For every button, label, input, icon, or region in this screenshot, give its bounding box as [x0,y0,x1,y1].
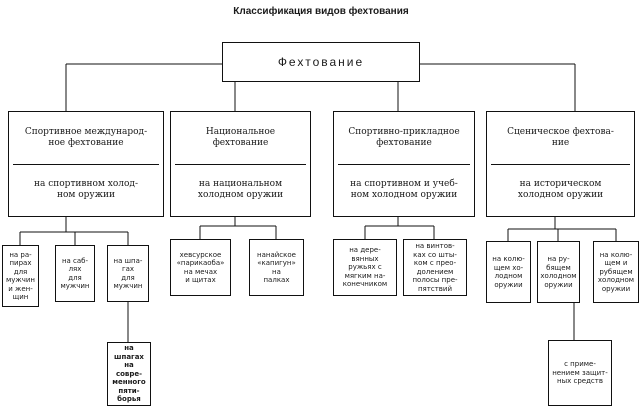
leaf-bayonet-rifles: на винтов- ках со шты- ком с прео- долен… [403,239,467,296]
category-divider [175,163,306,165]
root-label: Фехтование [277,55,365,69]
leaf-label: на колю- щем хо- лодном оружии [492,255,525,289]
root-node: Фехтование [222,42,420,82]
subleaf-label: с приме- нением защит- ных средств [552,360,608,386]
leaf-label: на винтов- ках со шты- ком с прео- долен… [412,242,458,293]
category-title: Спортивное международ- ное фехтование [24,126,148,148]
leaf-cutting-weapon: на ру- бящем холодном оружии [537,241,580,303]
leaf-khevsur: хевсурское «парикаоба» на мечах и щитах [170,239,231,296]
category-subtitle: на спортивном холод- ном оружии [34,179,138,201]
leaf-label: хевсурское «парикаоба» на мечах и щитах [176,250,225,285]
subleaf-protective-means: с приме- нением защит- ных средств [548,340,612,406]
category-divider [338,163,470,165]
category-divider [13,163,159,165]
category-subtitle: на национальном холодном оружии [197,179,284,201]
category-divider [491,163,630,165]
leaf-wooden-rifles: на дере- вянных ружьях с мягким на- коне… [333,239,397,296]
leaf-thrusting-weapon: на колю- щем хо- лодном оружии [486,241,531,303]
category-title: Национальное фехтование [205,126,276,148]
leaf-rapiers: на ра- пирах для мужчин и жен- щин [2,245,39,307]
category-box-national: Национальное фехтование на национальном … [170,111,311,217]
category-subtitle: на спортивном и учеб- ном холодном оружи… [350,179,458,201]
category-box-sport-applied: Спортивно-прикладное фехтование на спорт… [333,111,475,217]
leaf-thrust-cut-weapon: на колю- щем и рубящем холодном оружии [593,241,639,303]
category-title: Сценическое фехтова- ние [507,126,614,148]
leaf-label: на шпа- гах для мужчин [113,256,143,291]
leaf-label: на дере- вянных ружьях с мягким на- коне… [342,246,388,289]
diagram-title: Классификация видов фехтования [233,6,409,17]
category-box-sport-international: Спортивное международ- ное фехтование на… [8,111,164,217]
category-box-stage: Сценическое фехтова- ние на историческом… [486,111,635,217]
subleaf-pentathlon: на шпагах на совре- менного пяти- борья [107,342,151,406]
leaf-label: нанайское «капигун» на палках [257,250,296,285]
leaf-label: на саб- лях для мужчин [60,256,90,291]
leaf-label: на ру- бящем холодном оружии [540,255,577,289]
category-subtitle: на историческом холодном оружии [517,179,604,201]
category-title: Спортивно-прикладное фехтование [348,126,460,148]
subleaf-label: на шпагах на совре- менного пяти- борья [112,344,146,404]
leaf-epees: на шпа- гах для мужчин [107,245,149,302]
leaf-label: на колю- щем и рубящем холодном оружии [597,250,635,293]
leaf-nanai: нанайское «капигун» на палках [249,239,304,296]
leaf-label: на ра- пирах для мужчин и жен- щин [6,250,35,302]
leaf-sabres: на саб- лях для мужчин [55,245,95,302]
